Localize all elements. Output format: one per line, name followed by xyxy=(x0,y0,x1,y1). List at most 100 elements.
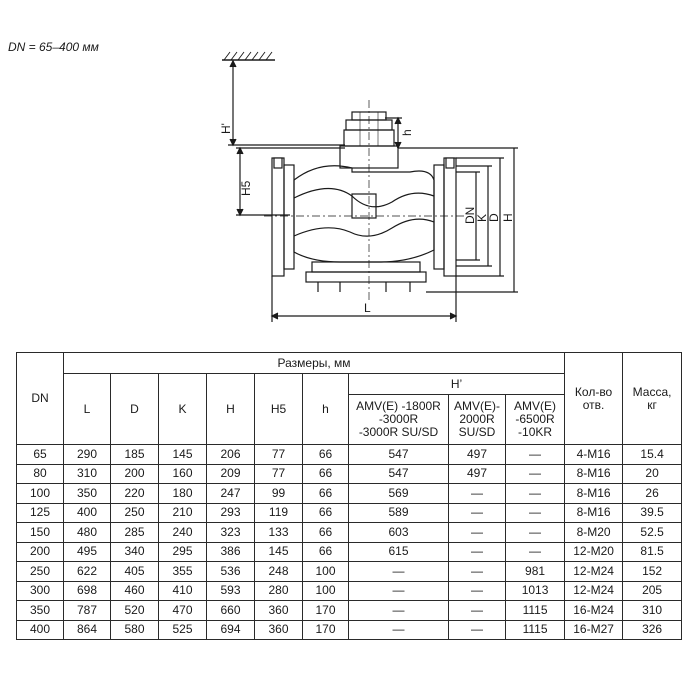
dim-h-small: h xyxy=(385,116,414,150)
table-cell: 52.5 xyxy=(622,522,683,543)
header-L: L xyxy=(63,373,111,445)
table-cell: 580 xyxy=(110,619,159,640)
table-cell: 495 xyxy=(63,541,111,562)
table-cell: — xyxy=(448,561,506,582)
table-cell: 360 xyxy=(254,600,303,621)
table-cell: 209 xyxy=(206,463,255,484)
table-cell: — xyxy=(504,483,566,504)
table-cell: 470 xyxy=(158,600,207,621)
table-cell: 100 xyxy=(302,580,349,601)
table-cell: 12-M24 xyxy=(564,561,624,582)
table-cell: — xyxy=(504,541,566,562)
table-cell: 16-M24 xyxy=(564,600,624,621)
table-cell: 206 xyxy=(206,444,255,465)
table-cell: 410 xyxy=(158,580,207,601)
table-cell: 569 xyxy=(348,483,449,504)
table-cell: 660 xyxy=(206,600,255,621)
table-cell: 497 xyxy=(448,444,506,465)
header-H5: H5 xyxy=(254,373,303,445)
table-cell: 864 xyxy=(63,619,111,640)
header-h-prime: H’ xyxy=(347,373,566,395)
header-K: K xyxy=(158,373,207,445)
table-cell: 497 xyxy=(448,463,506,484)
table-cell: 170 xyxy=(302,600,349,621)
table-cell: 145 xyxy=(254,541,303,562)
table-cell: 698 xyxy=(63,580,111,601)
table-cell: 593 xyxy=(206,580,255,601)
table-cell: 8-M16 xyxy=(564,463,624,484)
header-amv-1800r: AMV(E) -1800R-3000R-3000R SU/SD xyxy=(348,394,449,445)
table-cell: — xyxy=(448,600,506,621)
label-d: D xyxy=(487,213,501,222)
table-cell: 248 xyxy=(254,561,303,582)
table-cell: — xyxy=(448,522,506,543)
table-cell: — xyxy=(348,619,449,640)
table-cell: 310 xyxy=(63,463,111,484)
table-cell: 326 xyxy=(622,619,683,640)
valve-body xyxy=(264,100,466,300)
table-cell: 205 xyxy=(622,580,683,601)
table-cell: 99 xyxy=(254,483,303,504)
table-cell: 1115 xyxy=(504,619,566,640)
table-cell: 220 xyxy=(110,483,159,504)
drawing-subtitle: DN = 65–400 мм xyxy=(8,40,99,54)
table-cell: 81.5 xyxy=(622,541,683,562)
table-cell: 323 xyxy=(206,522,255,543)
table-cell: — xyxy=(504,463,566,484)
table-cell: 210 xyxy=(158,502,207,523)
table-cell: 119 xyxy=(254,502,303,523)
table-cell: — xyxy=(448,502,506,523)
table-cell: 1115 xyxy=(504,600,566,621)
header-amv-6500r: AMV(E)-6500R-10KR xyxy=(504,394,566,445)
label-l: L xyxy=(364,301,371,315)
table-cell: 360 xyxy=(254,619,303,640)
table-cell: — xyxy=(504,502,566,523)
header-H: H xyxy=(206,373,255,445)
table-cell: 160 xyxy=(158,463,207,484)
table-cell: — xyxy=(348,600,449,621)
table-cell: 66 xyxy=(302,502,349,523)
table-cell: — xyxy=(348,561,449,582)
table-cell: 8-M16 xyxy=(564,502,624,523)
label-h-prime: H' xyxy=(219,123,233,134)
table-cell: 180 xyxy=(158,483,207,504)
table-cell: 240 xyxy=(158,522,207,543)
ceiling-hatch xyxy=(222,51,275,61)
table-cell: 145 xyxy=(158,444,207,465)
table-cell: 400 xyxy=(63,502,111,523)
table-cell: 547 xyxy=(348,444,449,465)
table-cell: 77 xyxy=(254,463,303,484)
header-D: D xyxy=(110,373,159,445)
table-cell: 1013 xyxy=(504,580,566,601)
table-cell: 290 xyxy=(63,444,111,465)
table-cell: — xyxy=(348,580,449,601)
table-cell: 250 xyxy=(16,561,64,582)
table-cell: 350 xyxy=(63,483,111,504)
table-cell: 65 xyxy=(16,444,64,465)
table-cell: 295 xyxy=(158,541,207,562)
table-cell: 16-M27 xyxy=(564,619,624,640)
table-cell: 694 xyxy=(206,619,255,640)
table-cell: — xyxy=(448,619,506,640)
table-cell: 66 xyxy=(302,522,349,543)
table-cell: 247 xyxy=(206,483,255,504)
table-cell: 8-M20 xyxy=(564,522,624,543)
table-cell: 12-M24 xyxy=(564,580,624,601)
table-cell: 8-M16 xyxy=(564,483,624,504)
table-cell: 77 xyxy=(254,444,303,465)
table-cell: 20 xyxy=(622,463,683,484)
label-H: H xyxy=(501,213,515,222)
table-cell: 480 xyxy=(63,522,111,543)
table-cell: — xyxy=(448,580,506,601)
table-cell: 150 xyxy=(16,522,64,543)
table-cell: 152 xyxy=(622,561,683,582)
table-cell: 280 xyxy=(254,580,303,601)
table-cell: 170 xyxy=(302,619,349,640)
